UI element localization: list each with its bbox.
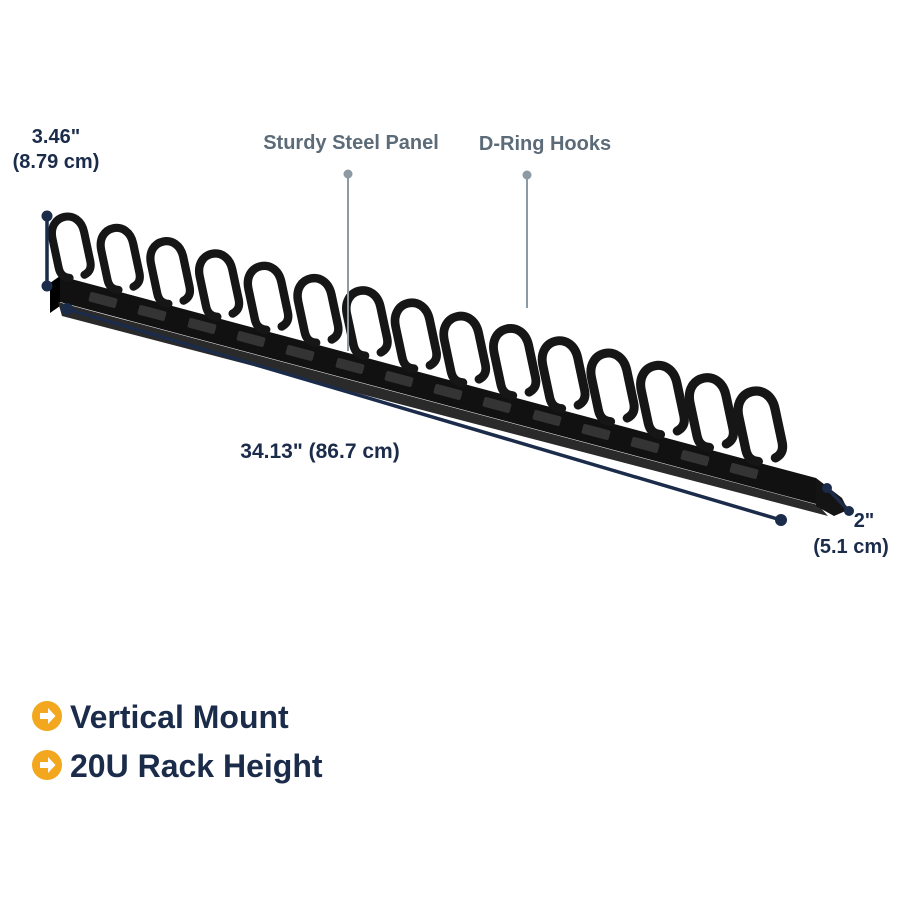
feature-item-rack-height: 20U Rack Height	[32, 748, 323, 784]
panel-label: Sturdy Steel Panel	[263, 132, 439, 154]
rail-left-cap	[50, 276, 60, 313]
hooks-label: D-Ring Hooks	[479, 133, 611, 155]
rail-base-flange	[58, 302, 828, 516]
arrow-icon	[32, 750, 62, 780]
d-ring-hook	[97, 225, 142, 292]
panel-leader-line	[343, 169, 353, 351]
d-ring-hook	[49, 214, 93, 280]
d-ring-hook	[147, 238, 192, 306]
d-ring-hook	[637, 362, 687, 437]
arrow-icon	[32, 701, 62, 731]
height-dimension-cm: (8.79 cm)	[13, 151, 100, 173]
d-ring-hook	[734, 388, 785, 464]
d-ring-hook	[538, 337, 587, 410]
d-ring-hook	[196, 250, 242, 318]
d-ring-hook	[440, 313, 488, 385]
height-dimension-inches: 3.46"	[32, 126, 80, 148]
d-ring-hook	[294, 275, 341, 345]
d-ring-hook	[686, 374, 736, 449]
length-dimension-line	[61, 303, 787, 526]
d-ring-hook	[343, 287, 390, 357]
depth-dimension-cm: (5.1 cm)	[813, 536, 889, 558]
feature-label: Vertical Mount	[70, 699, 289, 735]
height-dimension-line	[41, 210, 53, 292]
depth-dimension-inches: 2"	[854, 510, 875, 532]
length-dimension-label: 34.13" (86.7 cm)	[240, 440, 399, 463]
d-ring-hook	[244, 263, 290, 332]
d-ring-hook	[391, 300, 438, 371]
feature-item-vertical-mount: Vertical Mount	[32, 699, 289, 735]
d-ring-hook	[490, 325, 538, 397]
d-ring-hook	[587, 350, 636, 424]
depth-dimension-line	[822, 483, 854, 516]
hooks-leader-line	[522, 170, 532, 308]
feature-label: 20U Rack Height	[70, 748, 323, 784]
